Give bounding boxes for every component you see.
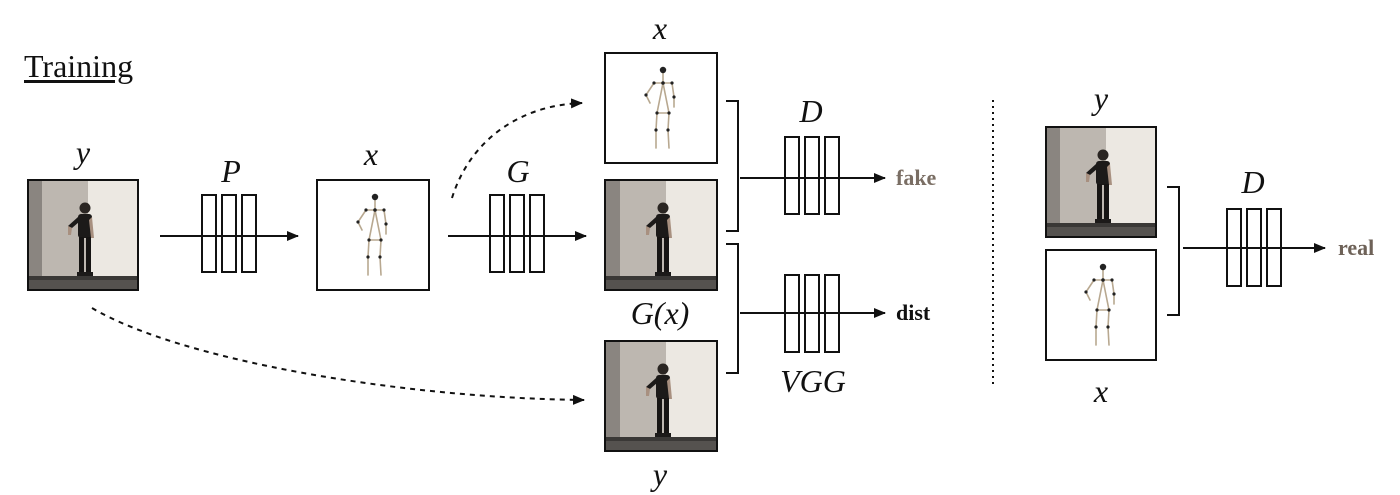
target-photo-y — [604, 340, 718, 452]
real-photo-y — [1045, 126, 1157, 238]
label-network-p: P — [221, 153, 241, 189]
label-network-d-real: D — [1241, 164, 1265, 200]
label-y-bottom: y — [652, 456, 668, 492]
label-network-d: D — [799, 93, 823, 129]
input-photo-y — [27, 179, 139, 291]
label-network-g: G — [506, 153, 530, 189]
dashed-arrow-x-to-top — [451, 98, 583, 199]
bracket-vgg — [726, 243, 739, 374]
output-fake: fake — [896, 165, 937, 190]
label-g-of-x: G(x) — [630, 295, 690, 331]
pose-image-x — [316, 179, 430, 291]
bracket-d — [726, 100, 739, 232]
label-x-pose: x — [363, 136, 379, 172]
training-title: Training — [24, 48, 134, 84]
generated-image-gx — [604, 179, 718, 291]
output-real: real — [1338, 235, 1375, 260]
label-y-right: y — [1093, 80, 1109, 116]
label-vgg: VGG — [780, 363, 846, 399]
bracket-d-real — [1167, 186, 1180, 316]
label-x-right: x — [1093, 373, 1109, 409]
label-y-input: y — [75, 134, 91, 170]
label-x-top: x — [652, 10, 668, 46]
pose-image-x-top — [604, 52, 718, 164]
output-dist: dist — [896, 300, 931, 325]
network-p-block — [201, 194, 257, 273]
network-d-block — [784, 136, 840, 215]
dashed-arrow-y-to-bottom — [91, 307, 585, 405]
real-pose-x — [1045, 249, 1157, 361]
network-g-block — [489, 194, 545, 273]
